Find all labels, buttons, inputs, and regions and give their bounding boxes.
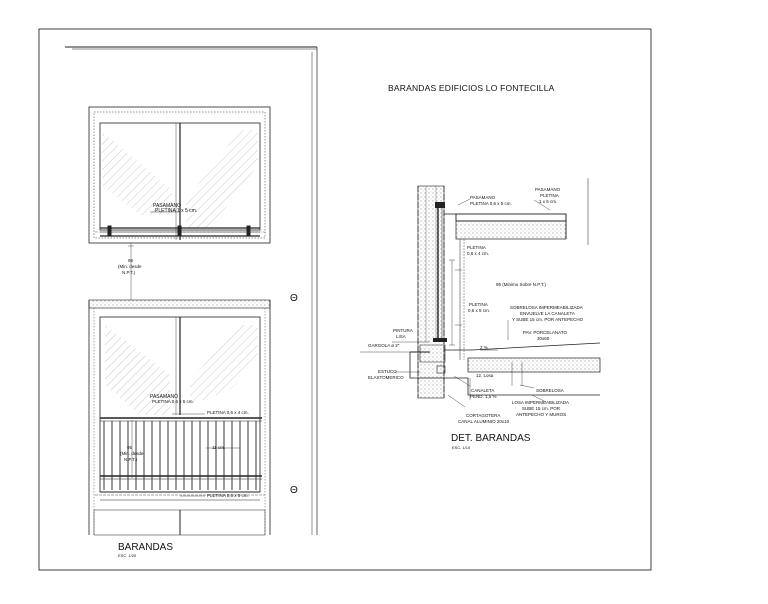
detail-label-cortagotera-2: CANAL ALUMINIO 20x10 [458, 419, 510, 424]
detail-label-pav-size: 30x60 [537, 336, 550, 341]
detail-label-pendiente: 2 % [480, 345, 488, 350]
section-marker-upper: Θ [290, 293, 298, 304]
detail-label-pasamano-left: PASAMANO [470, 195, 496, 200]
detail-title: DET. BARANDAS [451, 433, 531, 444]
detail-label-pletina-a: PLETINA [467, 245, 486, 250]
sheet-title: BARANDAS EDIFICIOS LO FONTECILLA [388, 83, 555, 93]
detail-label-canaleta: CANALETA [471, 388, 495, 393]
detail-label-cortagotera: CORTAGOTERA [466, 413, 501, 418]
height-note-line-2: (Min. desde [118, 264, 142, 269]
label-pasamano-lower: PASAMANO [150, 394, 178, 400]
detail-label-pintura: PINTURA [393, 328, 413, 333]
detail-label-estuco: ESTUCO [378, 369, 397, 374]
elevation-view [65, 46, 318, 536]
detail-label-pletina-a-size: 0,6 x 4 cm. [467, 251, 490, 256]
detail-section [360, 178, 601, 408]
left-view-title: BARANDAS [118, 542, 174, 553]
upper-window-frame [88, 106, 271, 244]
detail-label-pasamano-right: PASAMANO [535, 187, 561, 192]
detail-label-pletina-b: PLETINA [469, 302, 488, 307]
detail-label-pasamano-left-pletina: PLETINA 0,6 x 5 cm. [470, 201, 512, 206]
lower-height-note-line-2: (Min. desde [120, 451, 144, 456]
detail-label-pletina-b-size: 0,6 x 5 cm. [468, 308, 491, 313]
label-pletina-upper: PLETINA 1 x 5 cm. [155, 208, 198, 214]
detail-label-sobrelosa-1: SOBRELOSA IMPERMEABILIZADA [510, 305, 583, 310]
detail-label-pav: PAV. PORCELANATO [523, 330, 568, 335]
section-marker-lower: Θ [290, 485, 298, 496]
label-pletina-base: PLETINA 0,6 x 5 cm. [207, 493, 249, 498]
label-pletina-pasamano-lower: PLETINA 0,6 x 5 cm. [152, 399, 194, 404]
detail-label-estuco-2: ELASTOMERICO [368, 375, 404, 380]
detail-label-sobrelosa-3: Y SUBE 15 cm. POR ANTEPECHO [512, 317, 584, 322]
detail-scale: ESC. 1/10 [452, 445, 471, 450]
detail-label-pintura-lisa: LISA [396, 334, 406, 339]
detail-label-pasamano-right-pletina: PLETINA [540, 193, 559, 198]
detail-label-sobrelosa-2: ENVUELVE LA CANALETA [520, 311, 575, 316]
detail-label-altura: 95 (Minimo Sobre N.P.T.) [496, 282, 546, 287]
baluster-spacing: 11 cm. [212, 445, 226, 450]
lower-height-note-line-3: N.P.T.) [124, 457, 138, 462]
label-pasamano-upper: PASAMANO [153, 203, 181, 209]
height-note-line-3: N.P.T.) [122, 270, 136, 275]
sheet-border [38, 28, 652, 571]
detail-label-losa-imp-3: ANTEPECHO Y MUROS [516, 412, 567, 417]
detail-label-canaleta-pend: PEND. 1,5 % [470, 394, 497, 399]
detail-label-losa: 12. Losa [476, 373, 494, 378]
height-note-line-1: 95 [128, 258, 134, 263]
detail-label-pasamano-right-size: 1 x 5 cm. [539, 199, 558, 204]
detail-label-losa-imp-2: SUBE 15 cm. POR [522, 406, 561, 411]
lower-height-note-line-1: 95 [127, 445, 133, 450]
label-pletina-vertical: PLETINA 0,6 x 4 cm. [207, 410, 249, 415]
detail-label-sobrelosa-2: SOBRELOSA [536, 388, 564, 393]
detail-label-gargola: GARGOLA ø 2" [368, 343, 400, 348]
detail-label-losa-imp-1: LOSA IMPERMEABILIZADA [512, 400, 570, 405]
left-view-scale: ESC. 1/20 [118, 553, 137, 558]
